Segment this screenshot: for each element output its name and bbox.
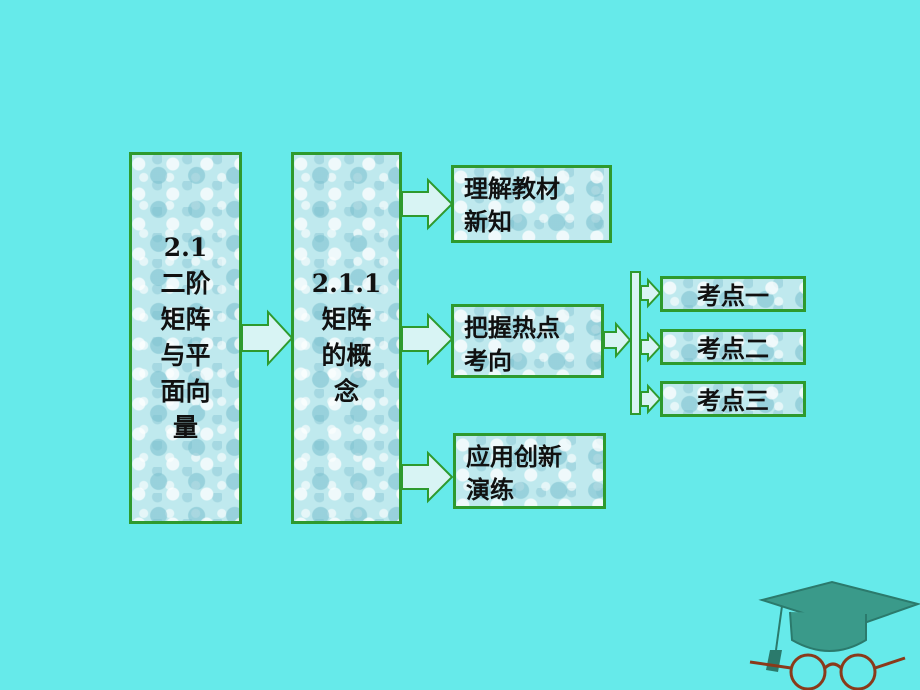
arrow-right-icon (603, 321, 632, 359)
branch-label: 理解教材 新知 (464, 174, 560, 236)
point-three-box[interactable]: 考点三 (660, 381, 806, 417)
branch-grasp-box[interactable]: 把握热点 考向 (451, 304, 604, 378)
arrow-right-icon (640, 383, 662, 415)
branch-label: 把握热点 考向 (464, 313, 560, 375)
branch-apply-box[interactable]: 应用创新 演练 (453, 433, 606, 509)
arrow-right-icon (401, 450, 454, 504)
chapter-label: 2.1 二阶 矩阵 与平 面向 量 (160, 233, 211, 442)
arrow-right-icon (401, 177, 454, 231)
point-two-box[interactable]: 考点二 (660, 329, 806, 365)
arrow-right-icon (401, 312, 454, 366)
arrow-right-icon (640, 331, 662, 363)
section-box[interactable]: 2.1.1 矩阵 的概 念 (291, 152, 402, 524)
point-label: 考点二 (697, 334, 769, 363)
point-label: 考点一 (697, 281, 769, 310)
glasses-icon (749, 653, 906, 690)
chapter-box[interactable]: 2.1 二阶 矩阵 与平 面向 量 (129, 152, 242, 524)
branch-understand-box[interactable]: 理解教材 新知 (451, 165, 612, 243)
bracket-bar (630, 271, 641, 415)
point-label: 考点三 (697, 386, 769, 415)
section-label: 2.1.1 矩阵 的概 念 (311, 269, 382, 406)
graduation-cap-icon (758, 580, 920, 672)
arrow-right-icon (241, 309, 294, 367)
branch-label: 应用创新 演练 (466, 442, 562, 504)
point-one-box[interactable]: 考点一 (660, 276, 806, 312)
arrow-right-icon (640, 277, 662, 309)
